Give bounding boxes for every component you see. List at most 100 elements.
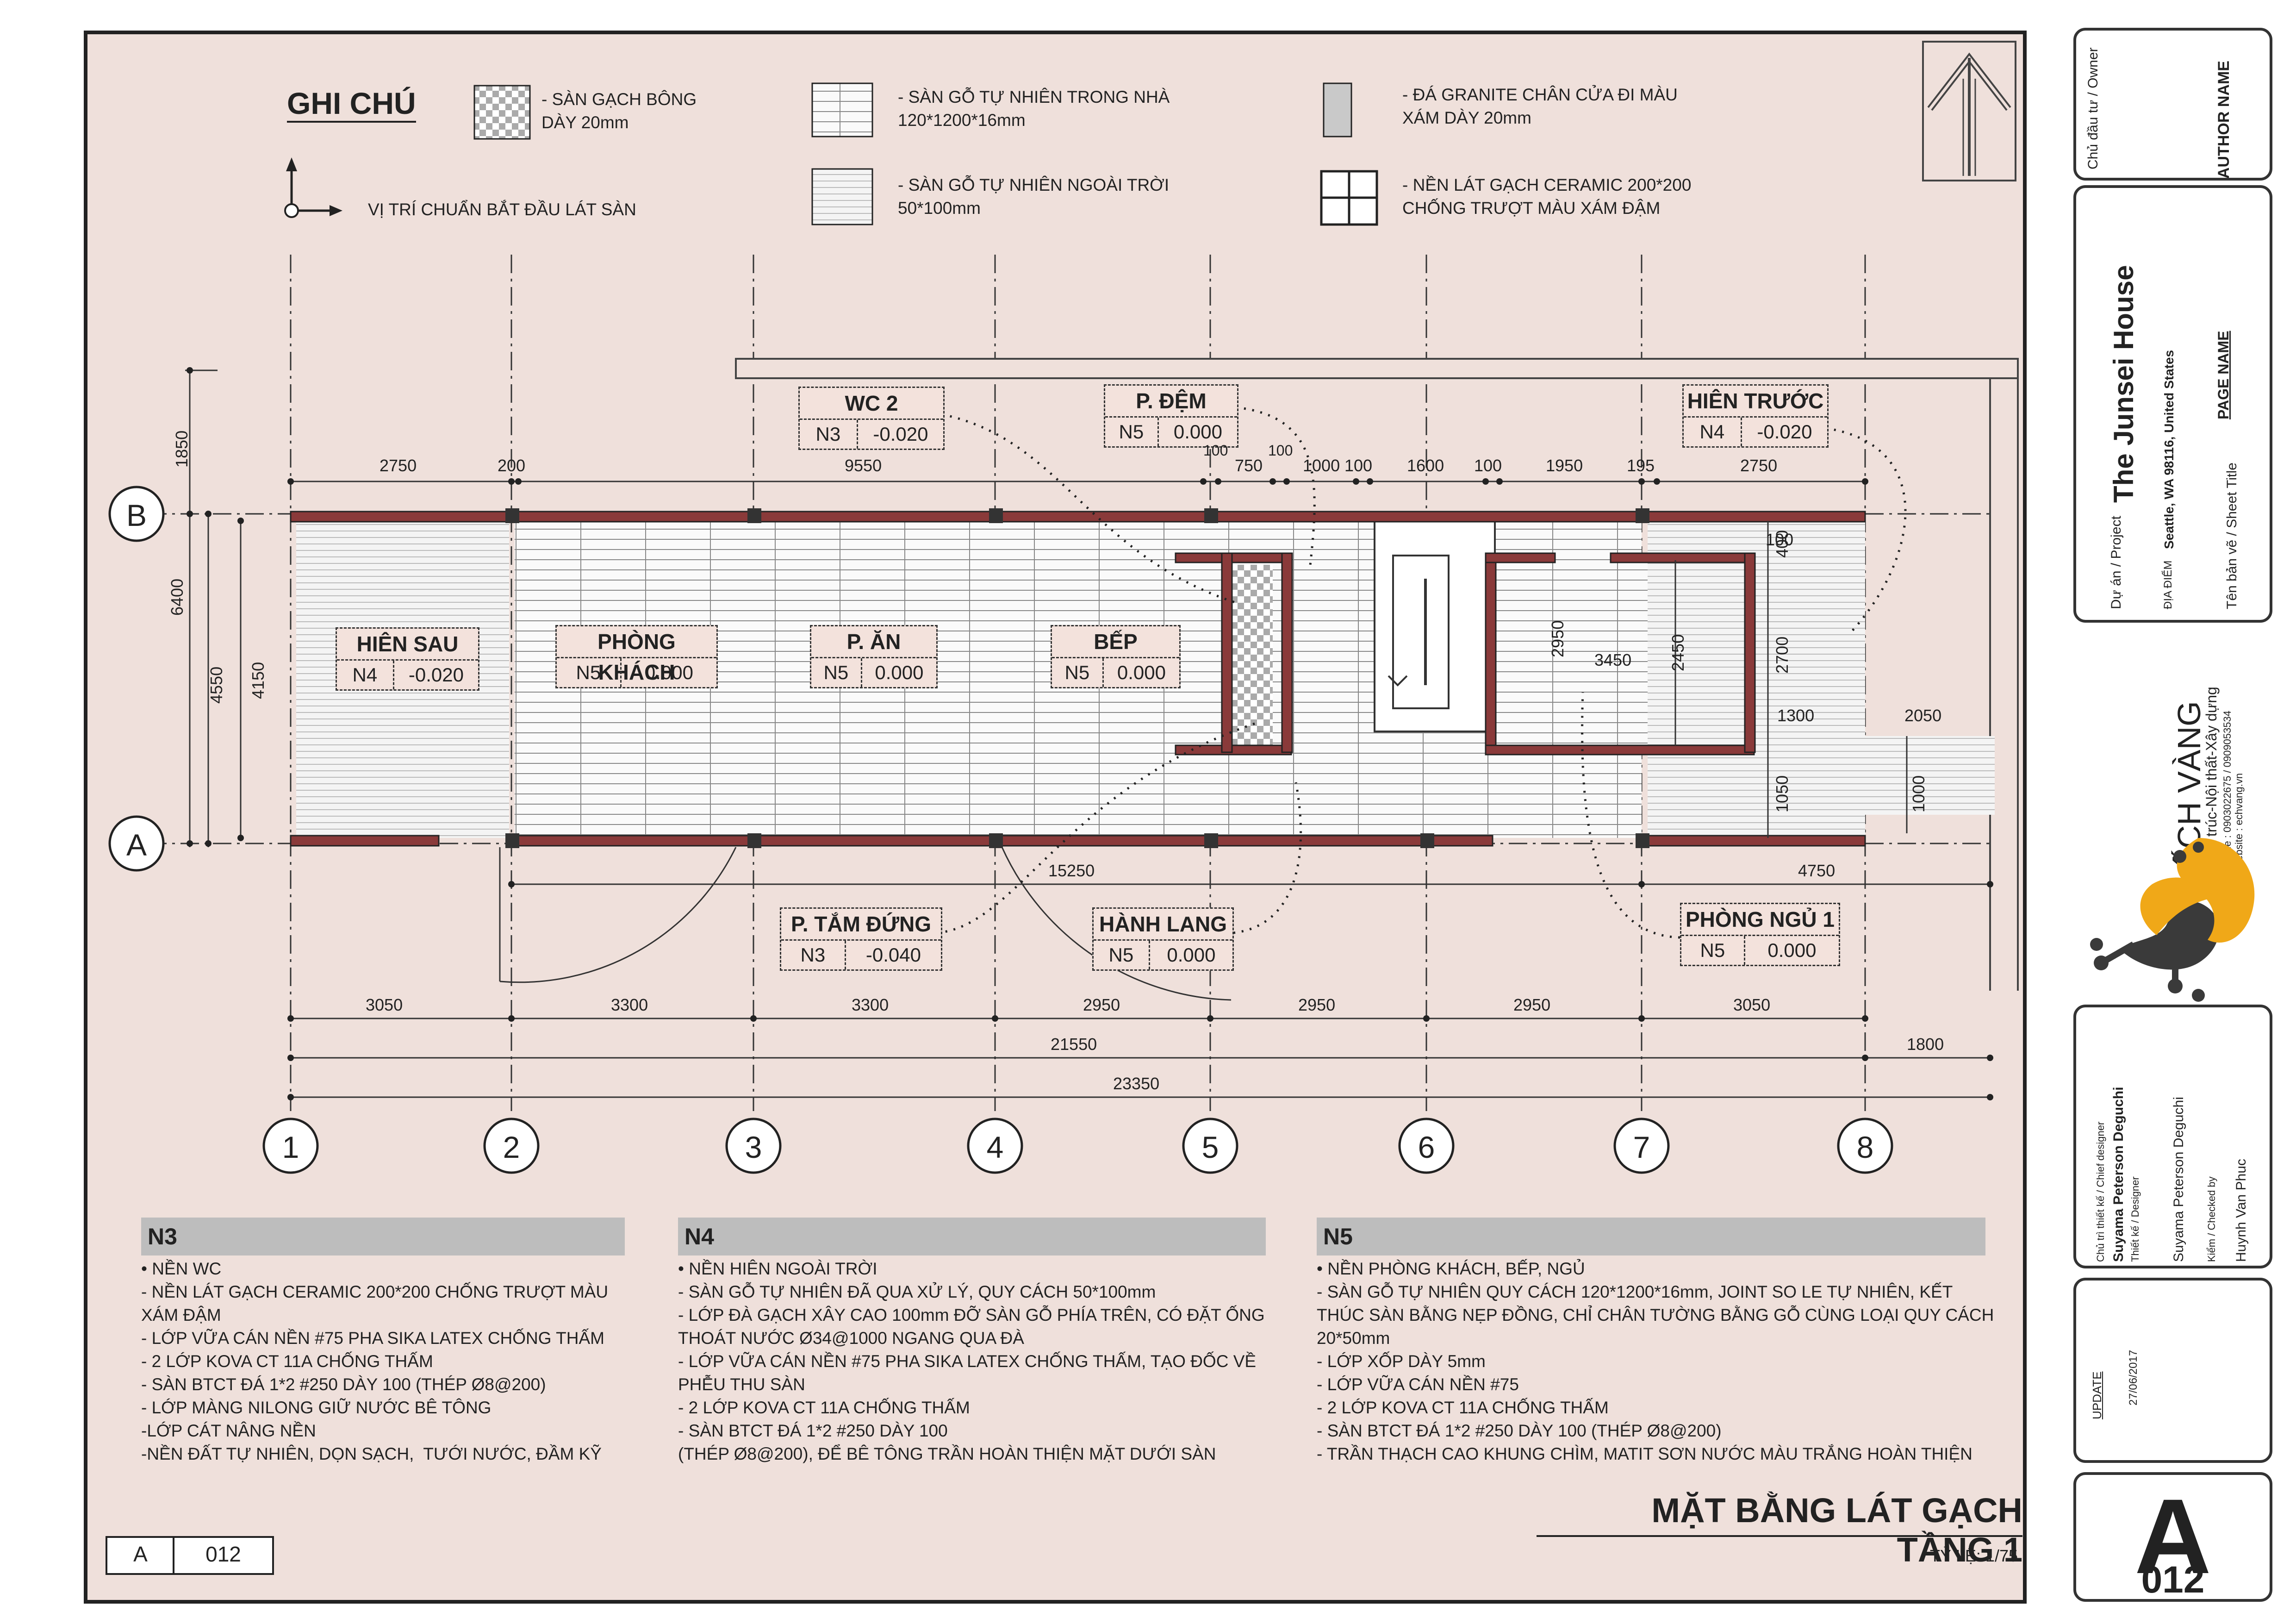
dim-inner-9: 2950 <box>1548 620 1567 657</box>
grid-label-8: 8 <box>1856 1130 1874 1164</box>
dim-top-10: 1950 <box>1546 456 1583 475</box>
grid-label-2: 2 <box>503 1130 520 1164</box>
dim-inner-2: 2050 <box>1904 706 1942 725</box>
title-block-designers: Chủ trì thiết kế / Chief designer Suyama… <box>2073 1005 2272 1268</box>
dim-total-2: 23350 <box>1113 1074 1160 1093</box>
dim-inner-4: 1000 <box>1909 775 1928 812</box>
dim-top-8: 1600 <box>1407 456 1444 475</box>
dim-left-1: 6400 <box>168 578 187 616</box>
drawing-scale: TỶ LỆ: 1/75 <box>1929 1546 2018 1565</box>
frog-logo-icon <box>2090 838 2255 1002</box>
dim-total-1: 21550 <box>1051 1035 1097 1054</box>
dim-inner-5: 1050 <box>1773 775 1792 812</box>
grid-label-7: 7 <box>1633 1130 1650 1164</box>
sheet-letter: A <box>2134 1477 2212 1596</box>
dimension-ticks <box>187 367 1993 1100</box>
dim-inner-8: 3450 <box>1594 650 1632 669</box>
grid-label-1: 1 <box>282 1130 299 1164</box>
dim-top-6: 1000 <box>1303 456 1340 475</box>
dim-left-2: 4550 <box>207 666 226 704</box>
dim-inner-1: 4750 <box>1798 861 1836 880</box>
dim-bottom-2: 3300 <box>852 995 889 1014</box>
legend-heading: GHI CHÚ <box>287 86 416 123</box>
legend-swatch-wood-indoor <box>811 82 873 137</box>
dim-inner-10: 2450 <box>1668 634 1687 671</box>
dim-bottom-4: 2950 <box>1298 995 1336 1014</box>
grid-label-A: A <box>126 828 147 862</box>
title-block-update: UPDATE 27/06/2017 <box>2073 1278 2272 1463</box>
label-leaders <box>937 406 1907 939</box>
dim-top-13: 100 <box>1766 530 1794 549</box>
dim-bottom-5: 2950 <box>1513 995 1551 1014</box>
title-block-sheet-number: A 012 <box>2073 1472 2272 1602</box>
dim-left-3: 4150 <box>249 662 268 699</box>
dim-top-3: 100 <box>1203 442 1228 459</box>
legend-swatch-wood-outdoor <box>811 168 873 225</box>
project-name: The Junsei House <box>2108 265 2139 503</box>
grid-bubble-A <box>108 815 165 872</box>
legend-origin-note: VỊ TRÍ CHUẨN BẮT ĐẦU LÁT SÀN <box>368 200 636 219</box>
notes-n4: N4 • NỀN HIÊN NGOÀI TRỜI- SÀN GỖ TỰ NHIÊ… <box>678 1218 1266 1466</box>
grid-label-5: 5 <box>1201 1130 1219 1164</box>
drawing-title: MẶT BẰNG LÁT GẠCH TẦNG 1 <box>1651 1491 2022 1569</box>
dim-top-11: 195 <box>1627 456 1655 475</box>
dim-bottom-6: 3050 <box>1733 995 1771 1014</box>
notes-n5: N5 • NỀN PHÒNG KHÁCH, BẾP, NGỦ- SÀN GỖ T… <box>1317 1218 1994 1466</box>
grid-label-4: 4 <box>986 1130 1004 1164</box>
dim-top-0: 2750 <box>380 456 417 475</box>
dim-top-9: 100 <box>1474 456 1502 475</box>
dim-top-5: 100 <box>1268 442 1293 459</box>
dim-bottom-3: 2950 <box>1083 995 1120 1014</box>
dim-bottom-1: 3300 <box>611 995 648 1014</box>
floor-step <box>1865 736 1995 815</box>
legend-swatch-tile-pattern <box>473 85 531 140</box>
grid-bubbles-columns <box>262 1118 1893 1174</box>
columns <box>505 508 1649 848</box>
sheet-number: 012 <box>2141 1559 2205 1601</box>
grid-label-6: 6 <box>1418 1130 1435 1164</box>
dim-inner-3: 1300 <box>1777 706 1815 725</box>
legend-swatch-ceramic <box>1320 170 1378 226</box>
dim-inner-6: 2700 <box>1773 636 1792 674</box>
legend-swatch-granite <box>1323 82 1352 137</box>
notes-n3: N3 • NỀN WC- NỀN LÁT GẠCH CERAMIC 200*20… <box>141 1218 625 1466</box>
floor-shower <box>1231 565 1273 748</box>
dim-right-extra: 1800 <box>1907 1035 1944 1054</box>
ref-number: 012 <box>205 1542 241 1566</box>
dim-left-0: 1850 <box>172 430 191 468</box>
grid-label-3: 3 <box>745 1130 762 1164</box>
floor-hien-truoc <box>1648 518 1865 838</box>
origin-marker-icon <box>284 157 342 218</box>
title-block-owner: Chủ đầu tư / Owner AUTHOR NAME <box>2073 28 2272 181</box>
staircase <box>1374 518 1496 732</box>
dim-top-7: 100 <box>1344 456 1373 475</box>
dim-top-1: 200 <box>498 456 526 475</box>
grid-bubble-B <box>108 486 165 542</box>
dim-bottom-0: 3050 <box>366 995 403 1014</box>
north-arrow-icon <box>1922 41 2016 181</box>
dim-top-12: 2750 <box>1740 456 1778 475</box>
dim-top-2: 9550 <box>845 456 882 475</box>
dim-inner-7: 400 <box>1773 530 1792 558</box>
ref-letter: A <box>133 1542 148 1566</box>
dim-top-4: 750 <box>1235 456 1263 475</box>
dimension-lines <box>185 369 1990 1098</box>
ref-box <box>106 1536 274 1575</box>
dim-inner-0: 15250 <box>1048 861 1095 880</box>
title-block-project: Dự án / Project The Junsei House ĐỊA ĐIỂ… <box>2073 185 2272 623</box>
